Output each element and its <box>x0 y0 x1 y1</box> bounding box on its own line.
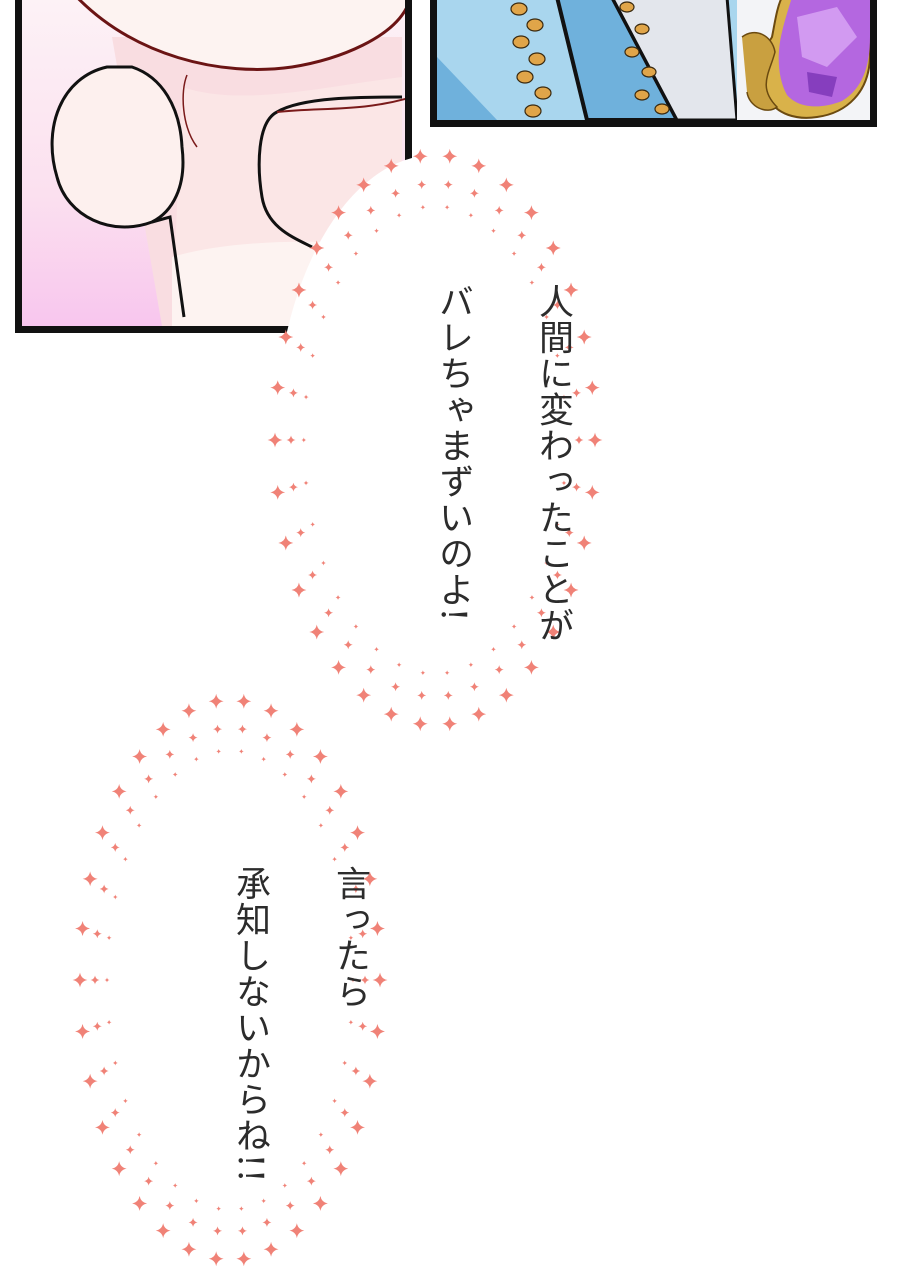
speech-bubble-1-text: 人間に変わったことが バレちゃまずいのよ! <box>378 235 628 644</box>
speech-bubble-1: 人間に変わったことが バレちゃまずいのよ! <box>250 140 620 740</box>
sparkle-ring-icon <box>267 148 603 732</box>
speech-line-1: 言ったら <box>330 865 370 1010</box>
speech-bubble-2-text: 言ったら 承知しないからね!! <box>175 817 425 1184</box>
manga-panel-right <box>430 0 877 127</box>
sparkle-ring-icon <box>72 693 388 1267</box>
speech-line-2: 承知しないからね!! <box>230 865 270 1184</box>
speech-line-2: バレちゃまずいのよ! <box>433 283 473 623</box>
speech-line-1: 人間に変わったことが <box>533 283 573 644</box>
robe-and-heart-gem-illustration <box>437 0 870 120</box>
speech-bubble-2: 言ったら 承知しないからね!! <box>55 685 405 1275</box>
